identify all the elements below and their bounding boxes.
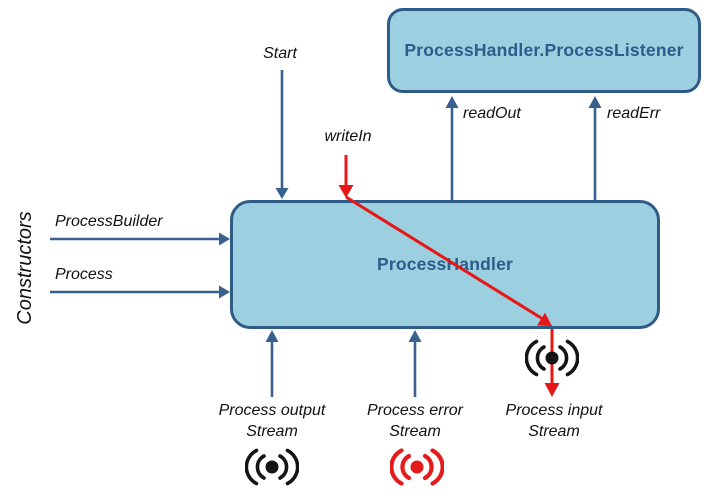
process-error-stream-label: Process error Stream	[367, 400, 463, 442]
start-label: Start	[263, 45, 297, 62]
process-input-stream-line2: Stream	[528, 423, 580, 440]
process-output-stream-label: Process output Stream	[219, 400, 326, 442]
broadcast-icon-output	[245, 448, 299, 486]
process-builder-arrow	[50, 232, 230, 246]
process-input-stream-label: Process input Stream	[506, 400, 603, 442]
constructors-label: Constructors	[14, 211, 36, 325]
write-in-arrow	[338, 155, 354, 198]
read-err-label: readErr	[607, 105, 661, 122]
process-input-stream-line1: Process input	[505, 402, 603, 419]
process-builder-label: ProcessBuilder	[55, 213, 163, 230]
process-output-stream-line1: Process output	[218, 402, 326, 419]
process-output-stream-line2: Stream	[246, 423, 298, 440]
broadcast-icon-error	[390, 448, 444, 486]
process-listener-title: ProcessHandler.ProcessListener	[404, 40, 684, 60]
output-stream-arrow	[265, 330, 279, 397]
process-label: Process	[55, 266, 113, 283]
process-listener-box: ProcessHandler.ProcessListener	[387, 8, 701, 93]
process-handler-box: ProcessHandler	[230, 200, 660, 329]
write-in-label: writeIn	[324, 128, 372, 145]
read-out-arrow	[445, 96, 459, 200]
read-out-label: readOut	[463, 105, 521, 122]
process-arrow	[50, 285, 230, 299]
process-error-stream-line1: Process error	[366, 402, 464, 419]
process-handler-title: ProcessHandler	[376, 254, 514, 274]
start-arrow	[275, 70, 289, 199]
process-error-stream-line2: Stream	[389, 423, 441, 440]
error-stream-arrow	[408, 330, 422, 397]
broadcast-icon-input	[525, 339, 579, 377]
read-err-arrow	[588, 96, 602, 200]
